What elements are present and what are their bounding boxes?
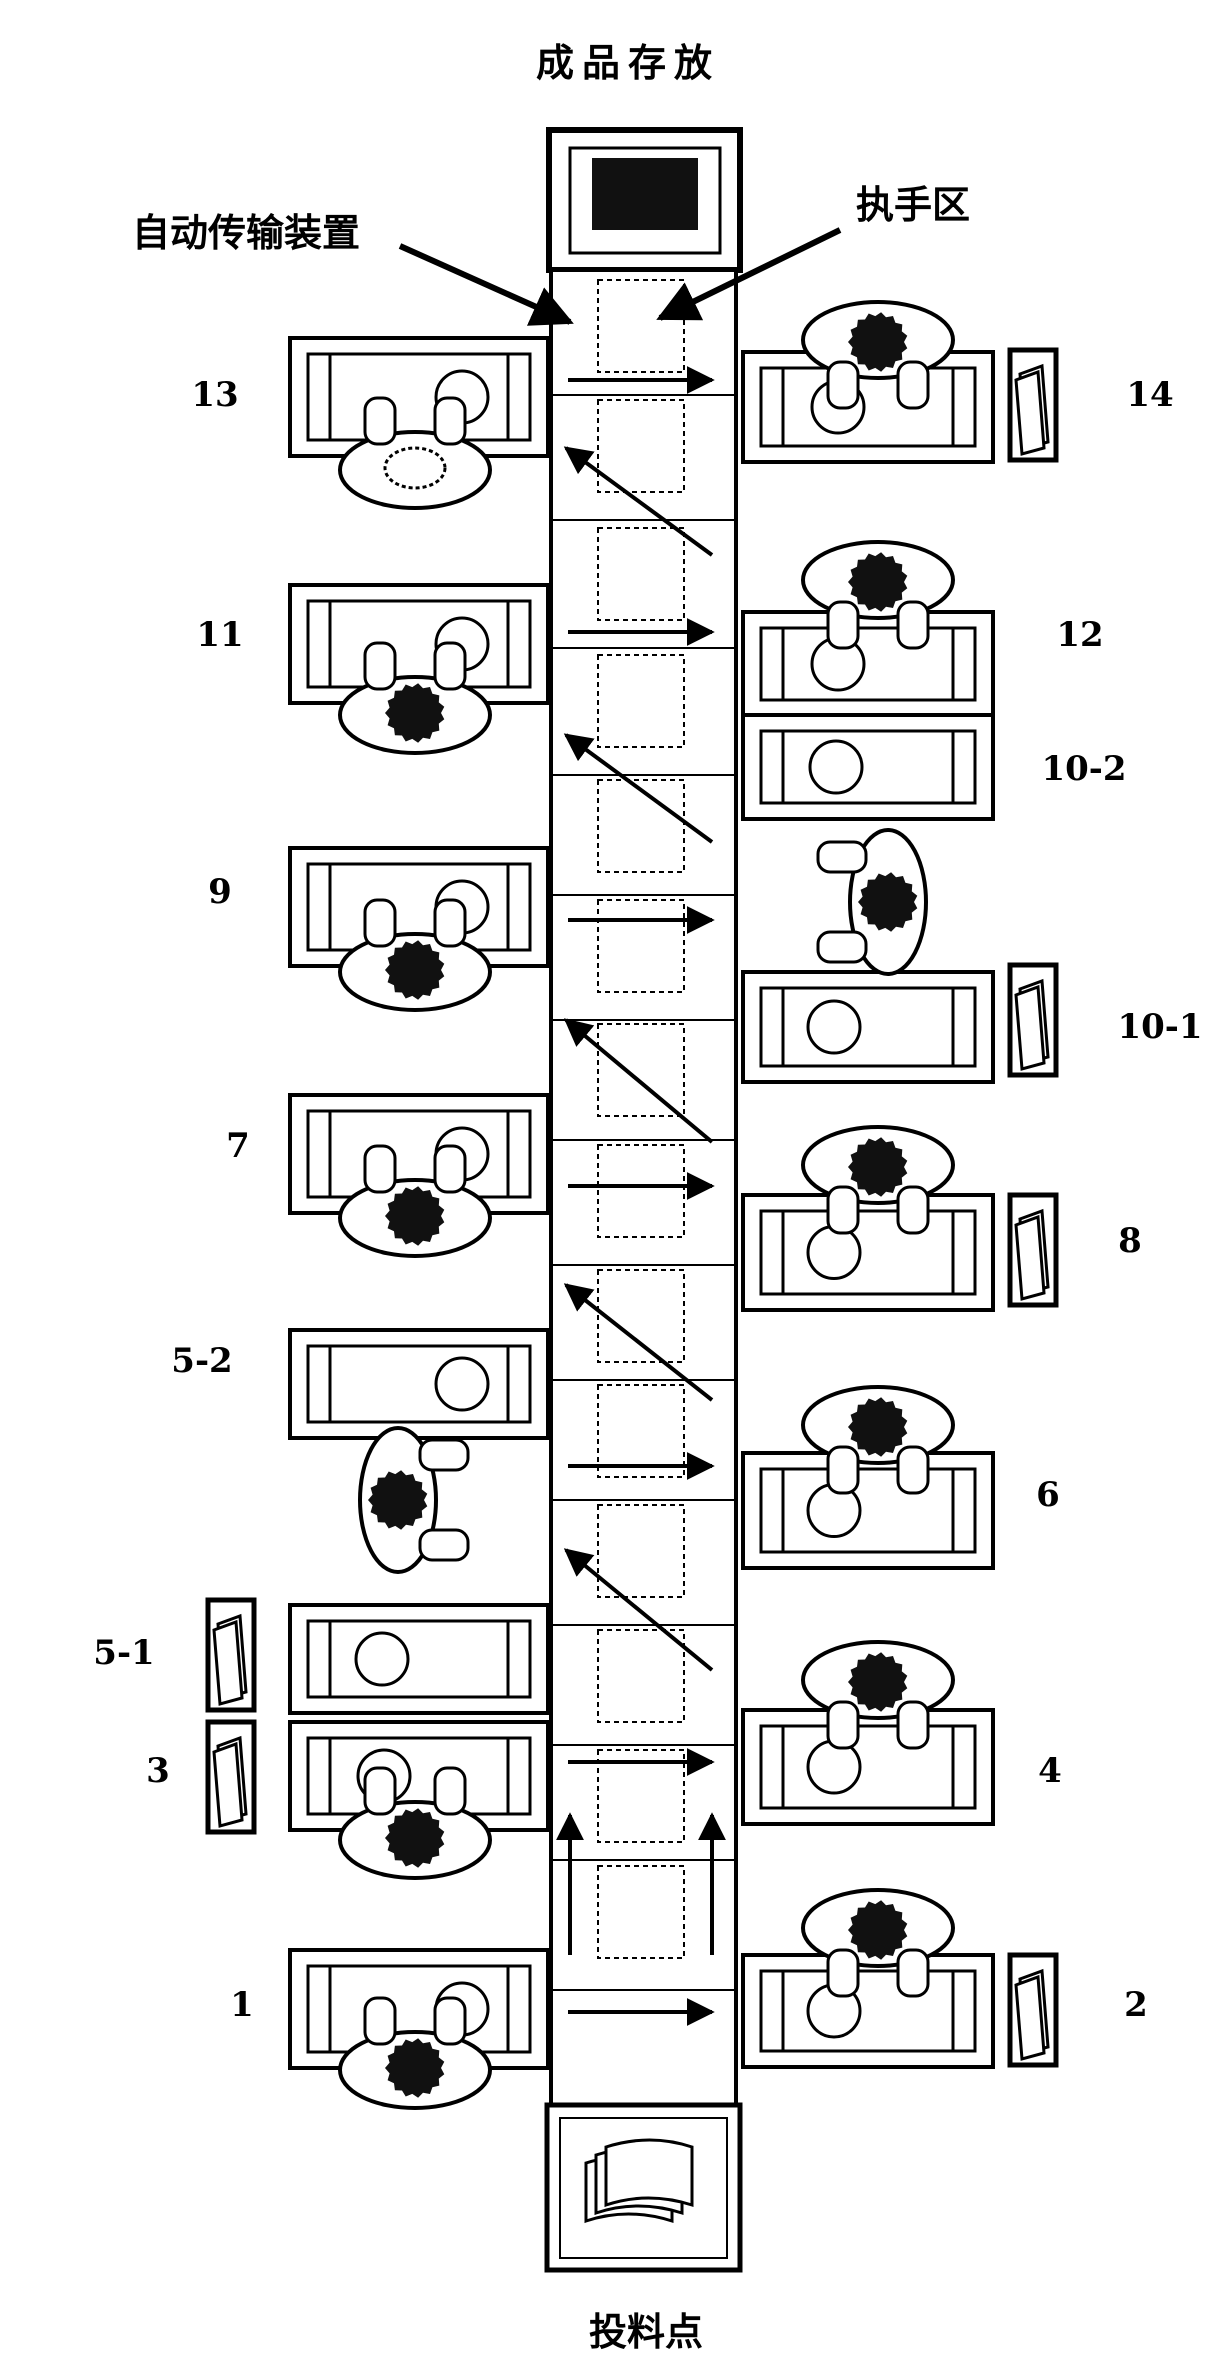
station-label-13: 13	[191, 375, 238, 415]
workstation	[290, 585, 548, 753]
worker-arm	[365, 1768, 395, 1814]
conveyor-leader-line	[400, 246, 570, 322]
worker-arm	[365, 643, 395, 689]
worker-arm	[898, 602, 928, 648]
workbench-top	[308, 354, 530, 440]
station-label-2: 2	[1124, 1985, 1148, 2025]
workstation	[290, 1095, 548, 1256]
workstation	[208, 1600, 548, 1713]
station-label-5-1: 5-1	[93, 1633, 154, 1673]
workstation	[290, 1330, 548, 1572]
workbench-top	[308, 601, 530, 687]
worker-arm	[420, 1440, 468, 1470]
station-label-7: 7	[226, 1126, 250, 1166]
workbench-top	[308, 1346, 530, 1422]
workbench-top	[761, 628, 975, 700]
workstation	[290, 848, 548, 1010]
station-label-3: 3	[146, 1751, 170, 1791]
worker-arm	[898, 1950, 928, 1996]
station-label-6: 6	[1036, 1475, 1060, 1515]
conveyor-label: 自动传输装置	[132, 211, 360, 255]
worker-head	[385, 448, 445, 488]
workbench-top	[761, 1971, 975, 2051]
workstation	[208, 1722, 548, 1878]
workpiece-circle	[808, 1001, 860, 1053]
worker-arm	[435, 1146, 465, 1192]
worker-arm	[435, 643, 465, 689]
parts-bin-content	[1016, 372, 1044, 454]
station-label-4: 4	[1038, 1751, 1062, 1791]
station-label-10-1: 10-1	[1117, 1007, 1202, 1047]
worker-arm	[818, 842, 866, 872]
workpiece-circle	[808, 1741, 860, 1793]
workbench-top	[308, 1621, 530, 1697]
worker-arm	[818, 932, 866, 962]
parts-bin-content	[1016, 987, 1044, 1069]
workbench-top	[761, 731, 975, 803]
worker-arm	[828, 362, 858, 408]
parts-bin-content	[1016, 1217, 1044, 1299]
station-label-14: 14	[1126, 375, 1173, 415]
worker-arm	[828, 1950, 858, 1996]
parts-bin-content	[214, 1744, 242, 1826]
worker-arm	[420, 1530, 468, 1560]
worker-arm	[828, 1702, 858, 1748]
worker-arm	[828, 1447, 858, 1493]
workstation	[743, 830, 1056, 1082]
workstation	[743, 1642, 993, 1824]
parts-bin-content	[1016, 1977, 1044, 2059]
feeding-point	[547, 2105, 740, 2270]
finished-goods-title: 成品存放	[536, 41, 720, 85]
station-label-1: 1	[230, 1985, 254, 2025]
station-label-11: 11	[196, 615, 243, 655]
workbench-top	[761, 1726, 975, 1808]
worker-arm	[435, 398, 465, 444]
worker-arm	[828, 602, 858, 648]
parts-bin-content	[214, 1622, 242, 1704]
workstation	[290, 338, 548, 508]
workstation	[743, 302, 1056, 462]
station-label-9: 9	[208, 872, 232, 912]
finished-goods-storage	[549, 130, 740, 270]
feeding-point-title: 投料点	[589, 2310, 703, 2354]
worker-arm	[365, 1998, 395, 2044]
worker-arm	[898, 1702, 928, 1748]
station-label-12: 12	[1056, 615, 1103, 655]
worker-arm	[898, 1447, 928, 1493]
workstation	[743, 542, 993, 716]
workbench-top	[761, 988, 975, 1066]
worker-arm	[365, 900, 395, 946]
workstation	[743, 1890, 1056, 2067]
worker-arm	[898, 362, 928, 408]
workpiece-circle	[356, 1633, 408, 1685]
station-label-10-2: 10-2	[1041, 749, 1126, 789]
workpiece-circle	[810, 741, 862, 793]
workpiece-circle	[436, 1358, 488, 1410]
worker-arm	[828, 1187, 858, 1233]
worker-arm	[435, 1998, 465, 2044]
worker-arm	[435, 1768, 465, 1814]
workstation	[743, 1127, 1056, 1310]
station-label-8: 8	[1118, 1221, 1142, 1261]
station-label-5-2: 5-2	[171, 1341, 232, 1381]
workpiece-circle	[808, 1227, 860, 1279]
workstation	[743, 715, 993, 819]
worker-arm	[365, 398, 395, 444]
workstation	[743, 1387, 993, 1568]
workstation	[290, 1950, 548, 2108]
worker-arm	[898, 1187, 928, 1233]
worker-arm	[435, 900, 465, 946]
workbench-top	[761, 1211, 975, 1294]
handle-zone-label: 执手区	[856, 183, 970, 227]
workbench-top	[761, 1469, 975, 1552]
worker-arm	[365, 1146, 395, 1192]
